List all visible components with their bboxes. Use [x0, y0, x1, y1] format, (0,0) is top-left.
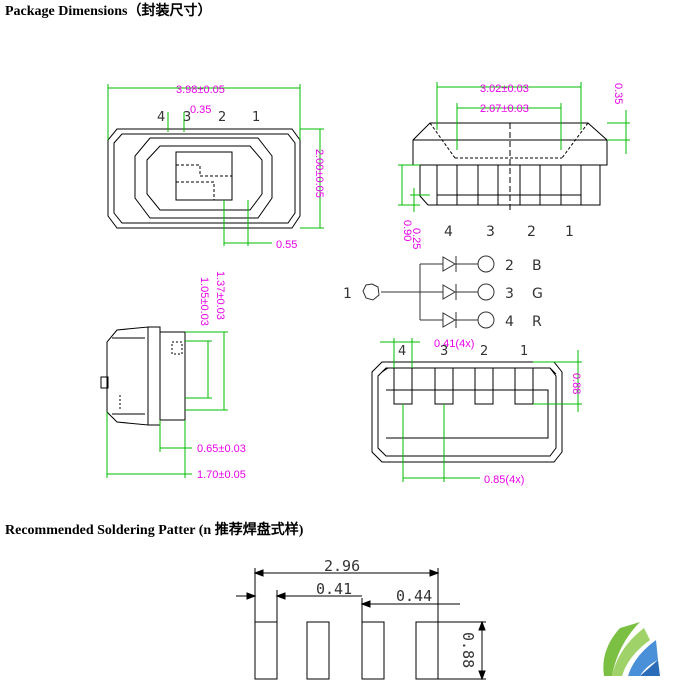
schematic-color-r: R	[532, 314, 542, 330]
bottom-pin-4: 4	[398, 344, 406, 359]
led-schematic	[362, 255, 495, 329]
side-height-outer-label: 1.37±0.03	[214, 271, 226, 320]
top-width-label: 3.98±0.05	[176, 84, 225, 96]
soldering-pattern-heading: Recommended Soldering Patter (n 推荐焊盘式样)	[5, 523, 304, 538]
front-pin-4: 4	[444, 224, 453, 240]
front-h1-label: 0.90	[401, 220, 413, 241]
front-view	[412, 122, 608, 210]
schematic-color-b: B	[532, 258, 542, 274]
side-view-dimensions	[106, 331, 228, 478]
top-pin-3: 3	[183, 110, 191, 125]
bottom-pad-height-label: 0.88	[570, 373, 582, 394]
bottom-pitch-label: 0.85(4x)	[484, 474, 524, 486]
front-span-label: 3.02±0.03	[480, 83, 529, 95]
bottom-pin-1: 1	[520, 344, 528, 359]
front-view-dimensions	[398, 82, 630, 212]
top-gap-label: 0.55	[276, 239, 297, 251]
bottom-view-dimensions	[380, 338, 582, 482]
bottom-view	[371, 361, 563, 463]
front-h2-label: 0.25	[410, 228, 422, 249]
top-pin-1: 1	[252, 110, 260, 125]
company-logo	[603, 622, 660, 676]
front-inner-label: 2.07±0.03	[480, 103, 529, 115]
pattern-pad-label: 0.41	[316, 580, 352, 598]
schematic-common-pin: 1	[343, 286, 352, 302]
soldering-pattern	[236, 568, 486, 681]
top-view-dimensions	[107, 84, 324, 246]
package-dimensions-heading: Package Dimensions（封装尺寸）	[5, 4, 212, 19]
top-pin-4: 4	[157, 110, 165, 125]
top-view	[107, 128, 301, 229]
schematic-pin-2: 2	[505, 258, 514, 274]
schematic-color-g: G	[532, 286, 543, 302]
top-pin-2: 2	[218, 110, 226, 125]
pattern-pitch-label: 0.44	[396, 587, 432, 605]
schematic-pin-3: 3	[505, 286, 514, 302]
top-height-label: 2.00±0.05	[313, 149, 325, 198]
bottom-pin-3: 3	[440, 344, 448, 359]
schematic-pin-4: 4	[505, 314, 514, 330]
front-pin-1: 1	[565, 224, 574, 240]
bottom-pad-width-label: 0.41(4x)	[434, 338, 474, 350]
side-w2-label: 1.70±0.05	[197, 469, 246, 481]
pattern-total-label: 2.96	[324, 557, 360, 575]
pattern-height-label: 0.88	[459, 632, 477, 668]
side-height-inner-label: 1.05±0.03	[198, 277, 210, 326]
side-w1-label: 0.65±0.03	[197, 443, 246, 455]
side-view	[100, 326, 186, 426]
front-pin-3: 3	[486, 224, 495, 240]
front-top-label: 0.35	[612, 83, 624, 104]
top-pad-label: 0.35	[190, 104, 211, 116]
front-pin-2: 2	[527, 224, 536, 240]
bottom-pin-2: 2	[480, 344, 488, 359]
